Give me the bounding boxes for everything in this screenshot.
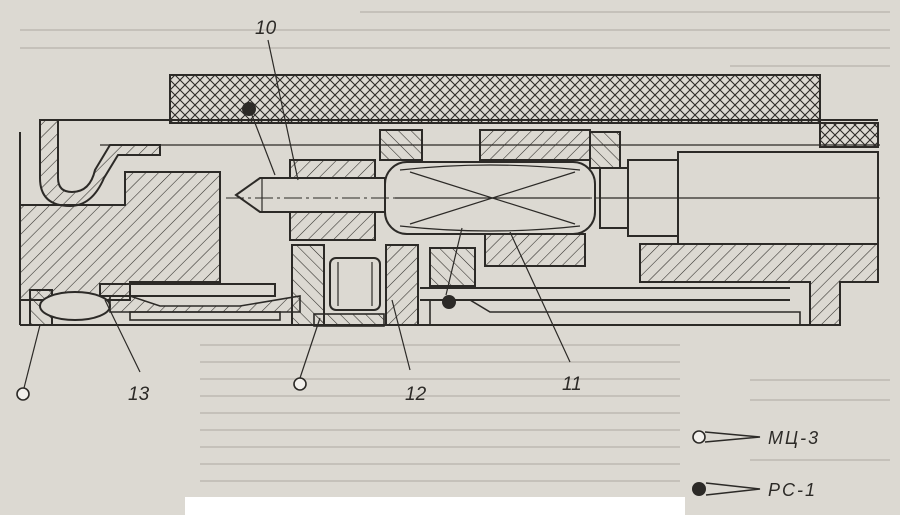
pin-10 — [234, 177, 386, 213]
label-part-12: 12 — [405, 384, 427, 405]
lower-slide-rails — [99, 283, 801, 326]
open-circle-pointer-icon — [692, 430, 706, 444]
right-upper-block — [589, 131, 621, 169]
legend-filled-marker: РС-1 — [692, 480, 817, 500]
legend-filled-marker-label: РС-1 — [768, 480, 817, 500]
spring-plunger-12 — [291, 244, 419, 327]
label-part-11: 11 — [562, 374, 582, 395]
right-lower-block — [639, 243, 879, 326]
upper-collar-right — [479, 129, 591, 161]
top-cover-plate — [169, 74, 821, 124]
label-part-13: 13 — [128, 384, 150, 405]
label-part-10: 10 — [255, 18, 277, 39]
leader-lines — [23, 39, 571, 389]
upper-collar — [379, 129, 423, 161]
filled-circle-pointer-icon — [692, 482, 706, 496]
open-marker-middle — [293, 377, 307, 391]
top-cover-step — [819, 122, 879, 148]
open-marker-left — [16, 387, 30, 401]
legend-open-marker: МЦ-3 — [692, 428, 820, 448]
roller-bushing — [484, 233, 586, 267]
filled-marker-upper — [242, 102, 256, 116]
background-text-lines — [20, 11, 890, 482]
legend: МЦ-3 РС-1 — [692, 428, 820, 500]
filled-marker-lower — [442, 295, 456, 309]
blank-strip — [185, 497, 685, 515]
legend-open-marker-label: МЦ-3 — [768, 428, 820, 448]
